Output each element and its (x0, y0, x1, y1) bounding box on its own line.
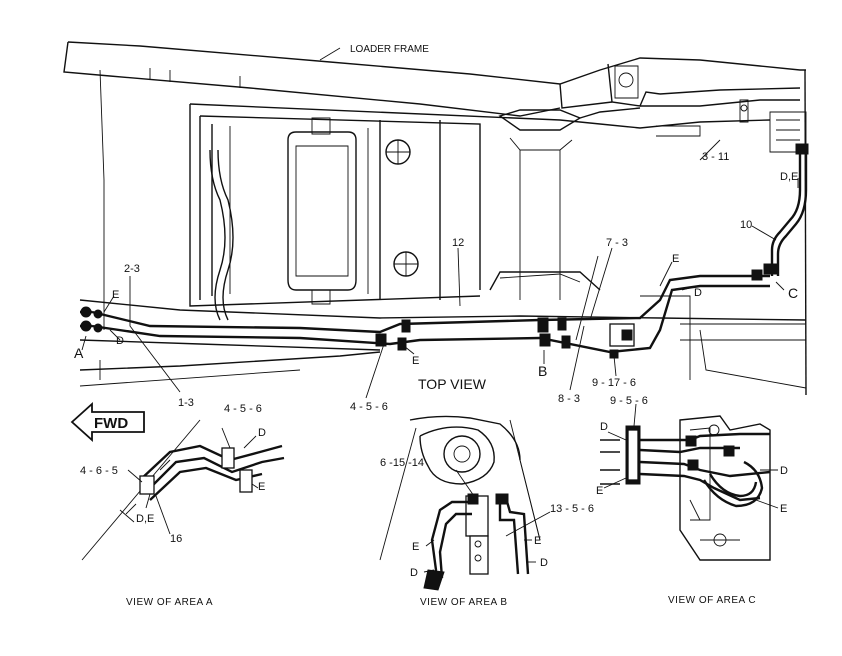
callout-e-c2: E (780, 503, 787, 515)
callout-d-c2: D (780, 465, 788, 477)
callout-13-5-6: 13 - 5 - 6 (550, 503, 594, 515)
callout-12: 12 (452, 237, 464, 249)
callout-de-a: D,E (136, 513, 154, 525)
callout-3-11: 3 - 11 (702, 151, 729, 163)
callout-4-5-6-a: 4 - 5 - 6 (224, 403, 262, 415)
callout-2-3: 2-3 (124, 263, 140, 275)
callout-10: 10 (740, 219, 752, 231)
callout-d-b2: D (540, 557, 548, 569)
callout-b-letter: B (538, 363, 547, 379)
callout-e-left: E (112, 289, 119, 301)
callout-16: 16 (170, 533, 182, 545)
label-top-view: TOP VIEW (418, 376, 487, 392)
callout-d-left: D (116, 335, 124, 347)
callout-8-3: 8 - 3 (558, 393, 580, 405)
callout-c-letter: C (788, 285, 798, 301)
callout-e-c1: E (596, 485, 603, 497)
leader-lines (81, 47, 799, 399)
callout-7-3: 7 - 3 (606, 237, 628, 249)
callout-e-mid: E (412, 355, 419, 367)
label-view-area-b: VIEW OF AREA B (420, 597, 508, 608)
callout-de-top: D,E (780, 171, 798, 183)
view-area-a-drawing (81, 419, 285, 561)
label-loader-frame: LOADER FRAME (350, 44, 429, 55)
view-area-b-drawing (379, 415, 551, 591)
callout-d-b1: D (410, 567, 418, 579)
callout-9-17-6: 9 - 17 - 6 (592, 377, 636, 389)
chassis (189, 99, 807, 389)
view-area-c-drawing (600, 403, 779, 561)
callout-6-15-14: 6 -15 -14 (380, 457, 424, 469)
label-view-area-c: VIEW OF AREA C (668, 595, 756, 606)
callout-e-a: E (258, 481, 265, 493)
callout-e-b1: E (412, 541, 419, 553)
callout-1-3: 1-3 (178, 397, 194, 409)
callout-4-5-6-mid: 4 - 5 - 6 (350, 401, 388, 413)
callout-d-a: D (258, 427, 266, 439)
callout-d-c1: D (600, 421, 608, 433)
label-view-area-a: VIEW OF AREA A (126, 597, 213, 608)
frame-rail (79, 299, 807, 387)
callout-e-right: E (672, 253, 679, 265)
hose-routing (80, 143, 809, 359)
loader-frame (63, 41, 807, 396)
callout-d-right: D (694, 287, 702, 299)
label-fwd: FWD (94, 415, 128, 432)
fwd-arrow (70, 401, 145, 443)
callout-9-5-6: 9 - 5 - 6 (610, 395, 648, 407)
callout-4-6-5: 4 - 6 - 5 (80, 465, 118, 477)
callout-a-letter: A (74, 345, 84, 361)
callout-e-b2: E (534, 535, 541, 547)
